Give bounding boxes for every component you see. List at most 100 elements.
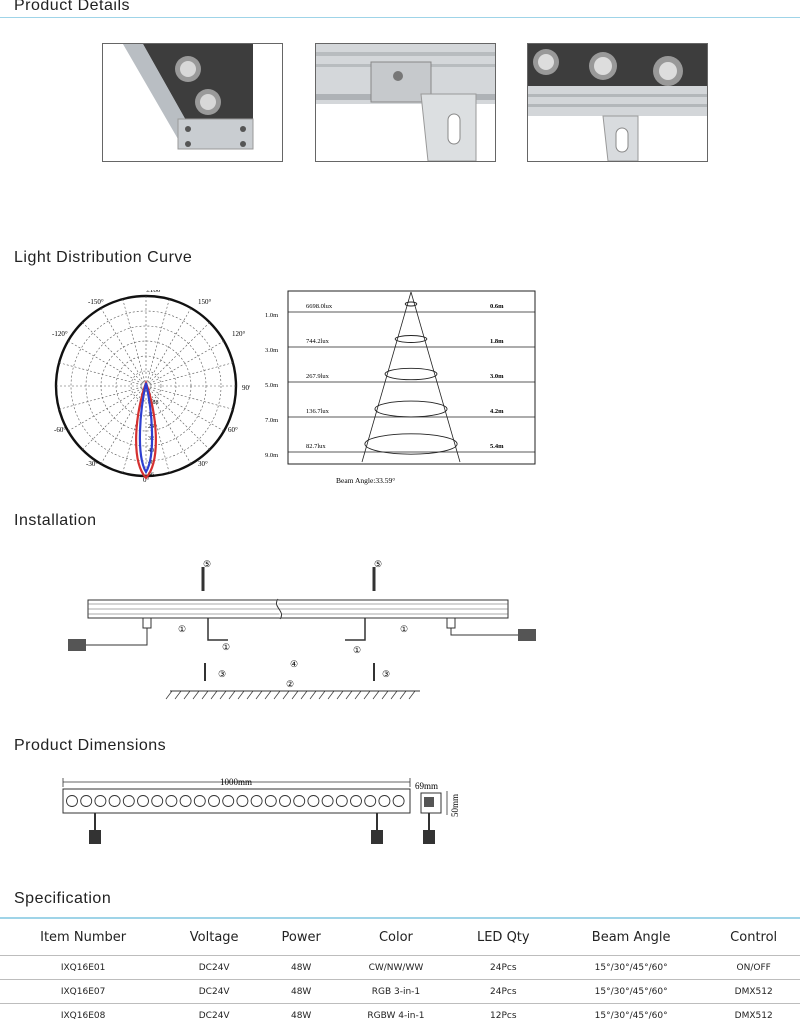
led-circle: [265, 796, 276, 807]
beam-distance-label: 5.0m: [265, 382, 278, 389]
installation-diagram: ⑤ ⑤ ① ① ① ① ③ ③ ④ ②: [60, 555, 560, 705]
led-circle: [209, 796, 220, 807]
beam-lux-label: 136.7lux: [306, 408, 330, 415]
table-cell: 24Pcs: [452, 956, 555, 980]
beam-diameter-label: 4.2m: [490, 408, 504, 415]
led-circle: [336, 796, 347, 807]
step-label-3b: ③: [382, 669, 390, 679]
section-rule: [0, 17, 800, 18]
led-circle: [365, 796, 376, 807]
polar-angle-label: 150°: [198, 298, 212, 306]
section-title-specification: Specification: [14, 890, 111, 908]
led-circle: [379, 796, 390, 807]
beam-lux-label: 82.7lux: [306, 443, 326, 450]
beam-spot-ellipse: [395, 336, 427, 343]
led-circle: [166, 796, 177, 807]
led-circle: [294, 796, 305, 807]
led-circle: [251, 796, 262, 807]
led-circle: [67, 796, 78, 807]
product-photo-bracket-view: [315, 43, 496, 162]
beam-lux-label: 6698.0lux: [306, 303, 333, 310]
dimension-diagram: 1000mm 69mm 50mm: [55, 775, 475, 855]
led-circle: [109, 796, 120, 807]
table-cell: ON/OFF: [707, 956, 800, 980]
beam-diameter-label: 1.8m: [490, 338, 504, 345]
step-label-5a: ⑤: [203, 559, 211, 569]
table-cell: DMX512: [707, 1004, 800, 1027]
product-photo-end-view: [102, 43, 283, 162]
table-cell: 15°/30°/45°/60°: [555, 980, 707, 1004]
dimension-height: 50mm: [450, 794, 460, 817]
beam-distance-label: 1.0m: [265, 312, 278, 319]
table-header-cell: LED Qty: [452, 918, 555, 956]
table-cell: IXQ16E07: [0, 980, 166, 1004]
section-title-installation: Installation: [14, 512, 97, 530]
polar-angle-label: 120°: [232, 330, 246, 338]
table-cell: 48W: [262, 1004, 340, 1027]
table-header-cell: Item Number: [0, 918, 166, 956]
dimension-width: 69mm: [415, 781, 438, 791]
beam-diameter-label: 3.0m: [490, 373, 504, 380]
step-label-1d: ①: [400, 624, 408, 634]
led-circle: [95, 796, 106, 807]
table-header-cell: Power: [262, 918, 340, 956]
product-photo-led-view: [527, 43, 708, 162]
step-label-2: ②: [286, 679, 294, 689]
section-title-product-details: Product Details: [14, 0, 130, 15]
polar-angle-label: 60°: [228, 426, 238, 434]
led-circle: [280, 796, 291, 807]
table-cell: IXQ16E08: [0, 1004, 166, 1027]
led-circle: [152, 796, 163, 807]
polar-angle-label: -120°: [52, 330, 68, 338]
beam-spot-ellipse: [375, 401, 447, 417]
section-title-product-dimensions: Product Dimensions: [14, 737, 166, 755]
beam-lux-label: 267.9lux: [306, 373, 330, 380]
led-circle: [393, 796, 404, 807]
step-label-4: ④: [290, 659, 298, 669]
step-label-1b: ①: [222, 642, 230, 652]
table-cell: RGBW 4-in-1: [340, 1004, 451, 1027]
led-circle: [194, 796, 205, 807]
table-cell: DC24V: [166, 980, 262, 1004]
table-cell: 48W: [262, 980, 340, 1004]
section-title-light-distribution: Light Distribution Curve: [14, 249, 192, 267]
table-cell: 48W: [262, 956, 340, 980]
led-circle: [123, 796, 134, 807]
dimension-length: 1000mm: [220, 777, 252, 787]
beam-spot-ellipse: [385, 368, 437, 379]
led-circle: [223, 796, 234, 807]
table-cell: CW/NW/WW: [340, 956, 451, 980]
step-label-5b: ⑤: [374, 559, 382, 569]
step-label-1c: ①: [353, 645, 361, 655]
beam-angle-label: Beam Angle:33.59°: [336, 476, 395, 485]
beam-angle-diagram: 1.0m 6698.0lux 0.6m 3.0m 744.2lux 1.8m 5.0m 267…: [262, 290, 538, 490]
table-header-cell: Color: [340, 918, 451, 956]
table-cell: 15°/30°/45°/60°: [555, 1004, 707, 1027]
led-circle: [322, 796, 333, 807]
polar-light-distribution-diagram: ±180°-150°150°-120°120°-90°90°-60°60°-30…: [50, 290, 250, 486]
led-circle: [81, 796, 92, 807]
step-label-3a: ③: [218, 669, 226, 679]
table-cell: 15°/30°/45°/60°: [555, 956, 707, 980]
beam-lux-label: 744.2lux: [306, 338, 330, 345]
table-header-cell: Beam Angle: [555, 918, 707, 956]
beam-diameter-label: 0.6m: [490, 303, 504, 310]
step-label-1a: ①: [178, 624, 186, 634]
table-cell: DC24V: [166, 1004, 262, 1027]
polar-angle-label: ±180°: [146, 290, 163, 294]
led-circle: [237, 796, 248, 807]
beam-distance-label: 7.0m: [265, 417, 278, 424]
polar-angle-label: 30°: [198, 460, 208, 468]
table-cell: RGB 3-in-1: [340, 980, 451, 1004]
beam-diameter-label: 5.4m: [490, 443, 504, 450]
polar-angle-label: -30°: [86, 460, 98, 468]
polar-angle-label: -60°: [54, 426, 66, 434]
led-circle: [308, 796, 319, 807]
table-header-cell: Control: [707, 918, 800, 956]
led-circle: [351, 796, 362, 807]
led-circle: [180, 796, 191, 807]
